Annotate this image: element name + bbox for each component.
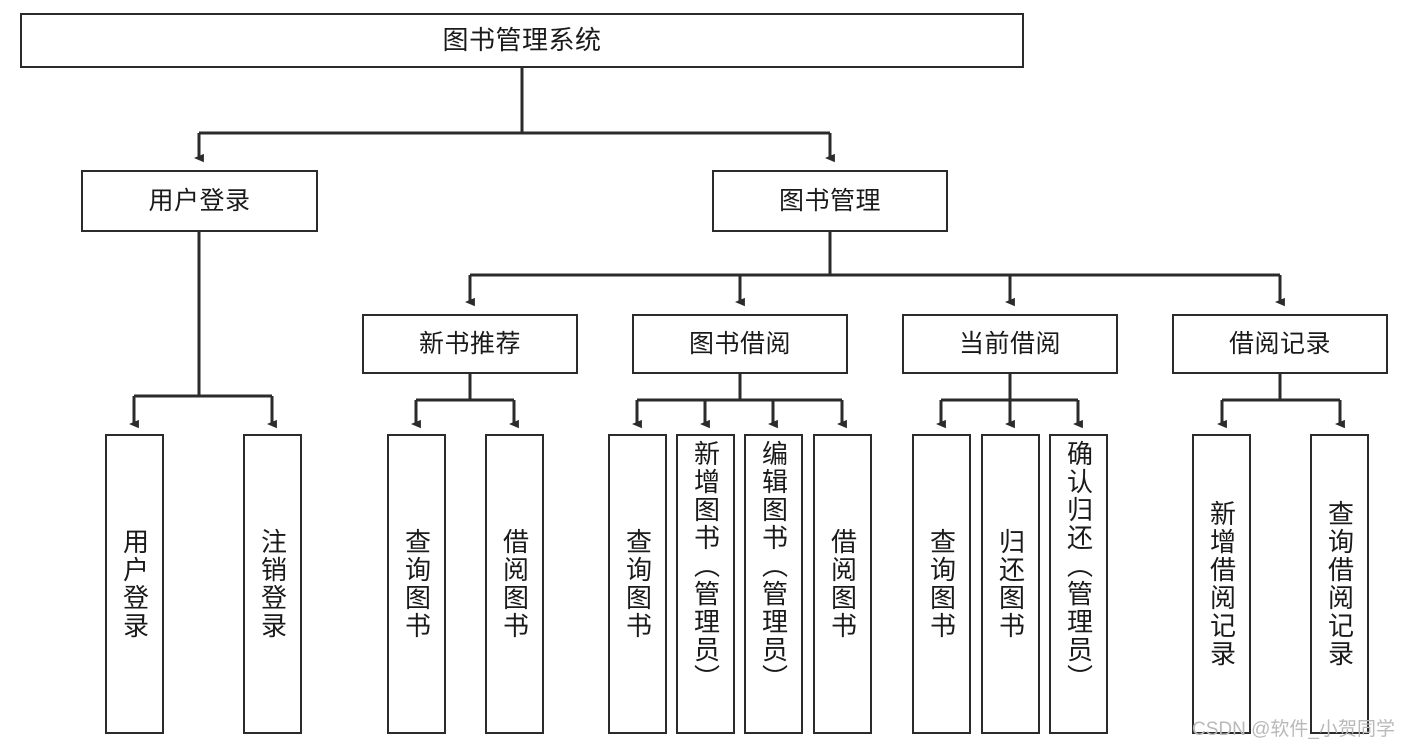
leaf-book-borrow-borrow-label: 借阅图书 (827, 528, 858, 640)
leaf-user-login-login-label: 用户登录 (119, 528, 150, 640)
leaf-new-book-query[interactable]: 查询图书 (387, 434, 446, 734)
leaf-book-borrow-add-label: 新增图书（管理员） (690, 440, 721, 692)
node-root-system-label: 图书管理系统 (442, 24, 602, 55)
leaf-current-borrow-query[interactable]: 查询图书 (912, 434, 971, 734)
leaf-user-login-logout-label: 注销登录 (257, 528, 288, 640)
leaf-user-login-login[interactable]: 用户登录 (105, 434, 164, 734)
leaf-new-book-query-label: 查询图书 (401, 528, 432, 640)
node-borrow-record-label: 借阅记录 (1228, 329, 1331, 358)
leaf-borrow-record-add-label: 新增借阅记录 (1206, 500, 1237, 668)
leaf-book-borrow-edit[interactable]: 编辑图书（管理员） (744, 434, 803, 734)
leaf-book-borrow-edit-label: 编辑图书（管理员） (758, 440, 789, 692)
leaf-borrow-record-query-label: 查询借阅记录 (1324, 500, 1355, 668)
leaf-borrow-record-add[interactable]: 新增借阅记录 (1192, 434, 1251, 734)
leaf-new-book-borrow-label: 借阅图书 (499, 528, 530, 640)
node-book-management-label: 图书管理 (778, 186, 881, 215)
node-user-login-label: 用户登录 (148, 186, 251, 215)
node-current-borrow[interactable]: 当前借阅 (902, 314, 1118, 374)
node-book-management[interactable]: 图书管理 (712, 170, 948, 232)
node-new-book-recommend[interactable]: 新书推荐 (362, 314, 578, 374)
node-root-system[interactable]: 图书管理系统 (20, 13, 1024, 68)
csdn-watermark: CSDN @软件_小贺同学 (1192, 719, 1395, 740)
node-borrow-record[interactable]: 借阅记录 (1172, 314, 1388, 374)
node-new-book-recommend-label: 新书推荐 (418, 329, 521, 358)
leaf-book-borrow-query[interactable]: 查询图书 (608, 434, 667, 734)
leaf-book-borrow-borrow[interactable]: 借阅图书 (813, 434, 872, 734)
node-book-borrow[interactable]: 图书借阅 (632, 314, 848, 374)
leaf-current-borrow-confirm[interactable]: 确认归还（管理员） (1049, 434, 1108, 734)
leaf-user-login-logout[interactable]: 注销登录 (243, 434, 302, 734)
leaf-current-borrow-query-label: 查询图书 (926, 528, 957, 640)
node-user-login[interactable]: 用户登录 (81, 170, 318, 232)
node-current-borrow-label: 当前借阅 (958, 329, 1061, 358)
leaf-new-book-borrow[interactable]: 借阅图书 (485, 434, 544, 734)
leaf-current-borrow-return-label: 归还图书 (995, 528, 1026, 640)
leaf-borrow-record-query[interactable]: 查询借阅记录 (1310, 434, 1369, 734)
leaf-current-borrow-return[interactable]: 归还图书 (981, 434, 1040, 734)
leaf-book-borrow-add[interactable]: 新增图书（管理员） (676, 434, 735, 734)
node-book-borrow-label: 图书借阅 (688, 329, 791, 358)
leaf-current-borrow-confirm-label: 确认归还（管理员） (1063, 440, 1094, 692)
leaf-book-borrow-query-label: 查询图书 (622, 528, 653, 640)
